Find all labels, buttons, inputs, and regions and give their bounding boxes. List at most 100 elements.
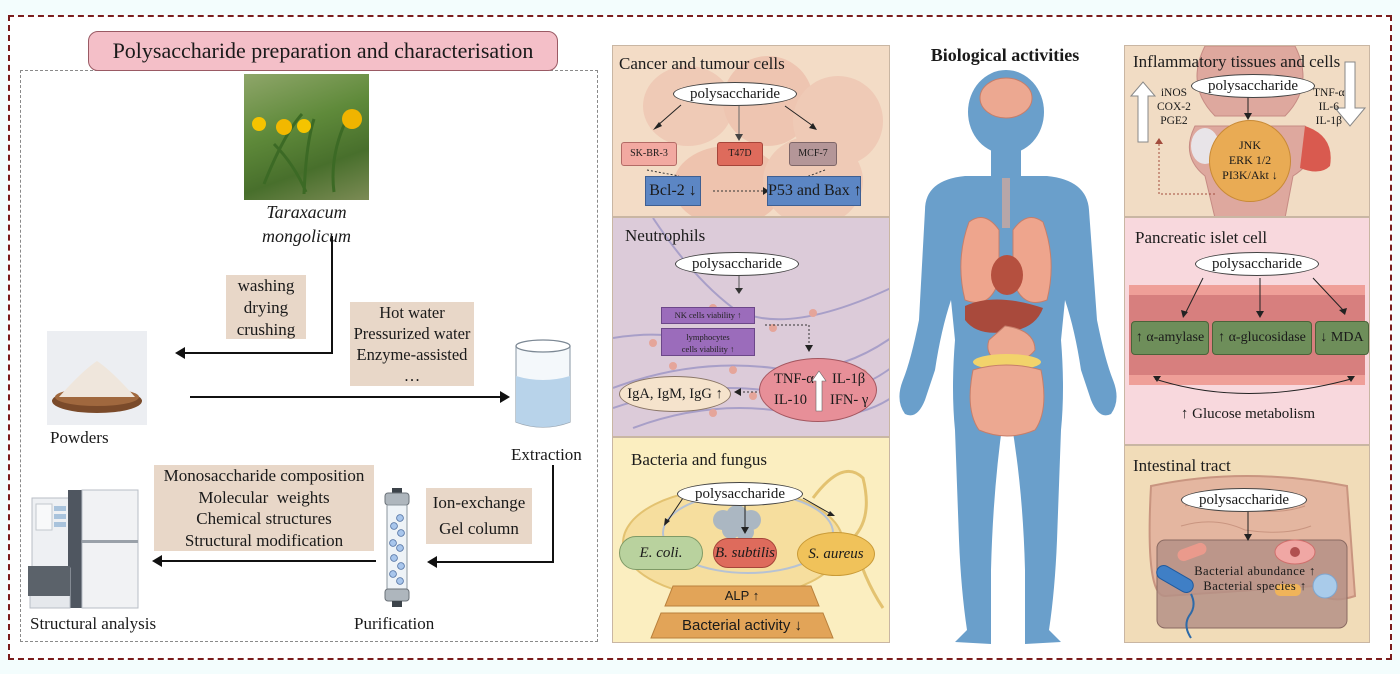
panel-title-inflammatory: Inflammatory tissues and cells [1133, 52, 1341, 71]
arrowhead-left-2 [427, 556, 437, 568]
left-markers: iNOS COX-2 PGE2 [1157, 86, 1191, 128]
cytokine-il-1b: IL-1β [832, 371, 866, 387]
pathway-jnk: JNK [1238, 138, 1261, 152]
powders-image [47, 331, 147, 425]
agent-bacteria: polysaccharide [677, 482, 803, 506]
plant-name-genus: Taraxacum [266, 202, 347, 222]
dandelion-illustration [252, 109, 362, 195]
pretreatment-box: washing drying crushing [226, 275, 306, 339]
arrow-purification-to-analysis [160, 560, 376, 562]
effect-alp: ALP ↑ [724, 588, 760, 603]
agent-pancreatic: polysaccharide [1195, 252, 1319, 276]
marker-inos: iNOS [1160, 87, 1188, 99]
panel-title-bacteria: Bacteria and fungus [631, 450, 767, 469]
marker-tnf-alpha: TNF-α [1313, 87, 1345, 99]
chromatography-column [380, 488, 414, 608]
lymphocytes-line1: lymphocytes [686, 332, 730, 342]
analysis-box: Monosaccharide composition Molecular wei… [154, 465, 374, 551]
enzyme-alpha-amylase: ↑ α-amylase [1131, 321, 1209, 355]
arrowhead-left-3 [152, 555, 162, 567]
effect-bacterial-abundance: Bacterial abundance ↑ [1194, 564, 1316, 578]
plant-name: Taraxacum mongolicum [244, 200, 369, 248]
panel-title-cancer: Cancer and tumour cells [619, 54, 785, 73]
glucose-outcome: ↑ Glucose metabolism [1180, 406, 1316, 422]
agent-inflammatory: polysaccharide [1191, 74, 1315, 98]
marker-il1b: IL-1β [1315, 115, 1342, 127]
method-pressurized-water: Pressurized water [353, 324, 471, 343]
panel-bacteria: Bacteria and fungus polysaccharide E. co… [612, 437, 890, 643]
agent-neutrophils: polysaccharide [675, 252, 799, 276]
cytokine-il-10: IL-10 [774, 392, 808, 408]
enzyme-alpha-glucosidase: ↑ α-glucosidase [1212, 321, 1312, 355]
panel-cancer: Cancer and tumour cells polysaccharide S… [612, 45, 890, 217]
arrow-powders-to-extraction [190, 396, 502, 398]
label-purification: Purification [354, 614, 435, 633]
cell-line-skbr3: SK-BR-3 [621, 142, 677, 166]
panel-neutrophils: Neutrophils polysaccharide NK cells viab… [612, 217, 890, 437]
step-crushing: crushing [236, 320, 296, 339]
effect-trapezoids [650, 585, 834, 639]
arrow-extraction-to-purification [552, 465, 554, 563]
nk-cells-box: NK cells viability ↑ [661, 307, 755, 324]
species-b-subtilis: B. subtilis [713, 538, 777, 568]
pathway-circle: JNK ERK 1/2 PI3K/Akt ↓ [1209, 120, 1291, 202]
arrow-plant-to-powders-h [183, 352, 333, 354]
purification-methods-box: Ion-exchange Gel column [426, 488, 532, 544]
section-title: Polysaccharide preparation and character… [88, 31, 558, 71]
arrowhead-right [500, 391, 510, 403]
center-title: Biological activities [930, 45, 1080, 65]
analysis-chemical-structures: Chemical structures [196, 509, 332, 528]
step-drying: drying [243, 298, 289, 317]
effect-bcl2: Bcl-2 ↓ [645, 176, 701, 206]
plant-name-species: mongolicum [262, 226, 351, 246]
method-hot-water: Hot water [379, 303, 445, 322]
effect-p53-bax: P53 and Bax ↑ [767, 176, 862, 206]
method-more: … [403, 366, 421, 385]
cell-line-t47d: T47D [717, 142, 763, 166]
panel-title-neutrophils: Neutrophils [625, 226, 706, 245]
cytokine-tnf-alpha: TNF-α [774, 371, 814, 387]
panel-title-pancreatic: Pancreatic islet cell [1135, 228, 1268, 247]
arrowhead-left [175, 347, 185, 359]
pathway-pi3k-akt: PI3K/Akt ↓ [1222, 168, 1278, 182]
powder-bowl-illustration [52, 361, 142, 413]
immunoglobulin-ellipse: IgA, IgM, IgG ↑ [619, 376, 731, 412]
marker-il6: IL-6 [1318, 101, 1340, 113]
cell-blob [643, 66, 733, 146]
agent-intestinal: polysaccharide [1181, 488, 1307, 512]
panel-title-intestinal: Intestinal tract [1133, 456, 1231, 475]
column-illustration [384, 488, 410, 607]
arrow-extraction-to-purification-h [435, 561, 554, 563]
cytokine-ellipse: TNF-α IL-1β IL-10 IFN- γ [759, 358, 877, 422]
step-washing: washing [237, 276, 295, 295]
right-markers: TNF-α IL-6 IL-1β [1313, 86, 1345, 128]
panel-pancreatic: Pancreatic islet cell polysaccharide ↑ α… [1124, 217, 1370, 445]
human-body-illustration [899, 70, 1117, 644]
instrument-illustration [28, 489, 139, 609]
up-arrow-icon [811, 370, 827, 412]
method-ion-exchange: Ion-exchange [432, 493, 526, 512]
method-gel-column: Gel column [439, 519, 519, 538]
species-s-aureus: S. aureus [797, 532, 875, 576]
extraction-methods-box: Hot water Pressurized water Enzyme-assis… [350, 302, 474, 386]
lymphocytes-box: lymphocytes cells viability ↑ [661, 328, 755, 356]
arrow-plant-to-powders [331, 236, 333, 354]
enzyme-mda: ↓ MDA [1315, 321, 1369, 355]
panel-inflammatory: Inflammatory tissues and cells polysacch… [1124, 45, 1370, 217]
beaker-illustration [515, 339, 571, 428]
pathway-erk: ERK 1/2 [1228, 153, 1272, 167]
beaker-image [514, 338, 572, 430]
lymphocytes-line2: cells viability ↑ [681, 344, 735, 354]
analysis-instrument [28, 488, 142, 610]
label-powders: Powders [50, 428, 109, 447]
label-structural-analysis: Structural analysis [30, 614, 157, 633]
intestinal-effects: Bacterial abundance ↑ Bacterial species … [1175, 564, 1335, 594]
method-enzyme-assisted: Enzyme-assisted [356, 345, 468, 364]
marker-pge2: PGE2 [1160, 115, 1188, 127]
cancer-arrows [646, 104, 826, 195]
analysis-monosaccharide: Monosaccharide composition [163, 466, 365, 485]
cell-line-mcf7: MCF-7 [789, 142, 837, 166]
panel-intestinal: Intestinal tract polysaccharide Bacteria… [1124, 445, 1370, 643]
dandelion-photo [244, 74, 369, 200]
agent-cancer: polysaccharide [673, 82, 797, 106]
